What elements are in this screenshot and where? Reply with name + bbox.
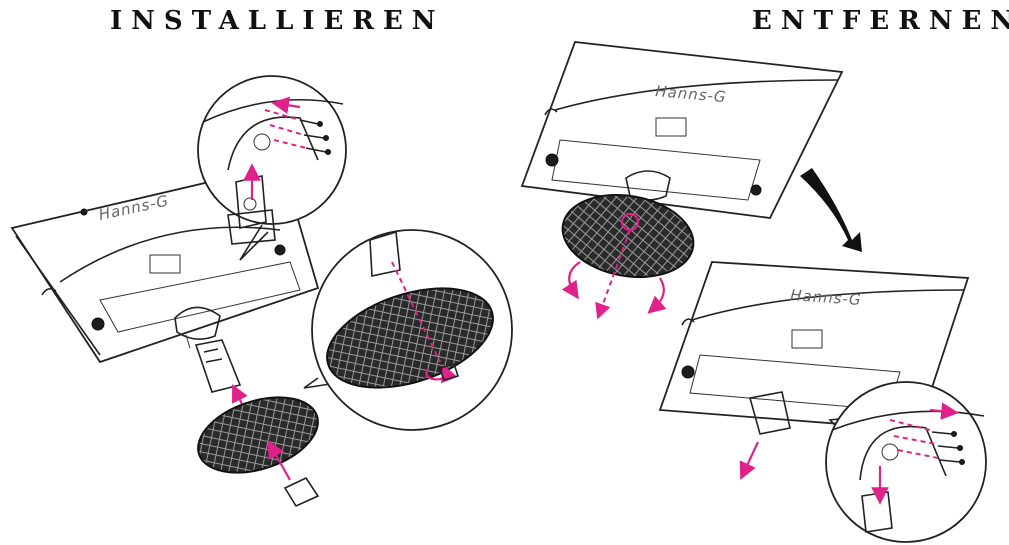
- arrow-icon: [800, 168, 862, 252]
- stand-base-icon: [197, 396, 319, 474]
- install-callout-hinge: [197, 75, 347, 261]
- rotate-icon: [425, 363, 458, 384]
- remove-monitor-back: Hanns-G: [520, 41, 844, 320]
- install-stand-assembly: [185, 334, 320, 508]
- install-callout-base: [303, 229, 513, 431]
- install-heading: INSTALLIEREN: [110, 6, 445, 36]
- remove-heading: ENTFERNEN: [752, 6, 1009, 36]
- remove-brand-logo-2: Hanns-G: [790, 286, 862, 309]
- remove-callout-hinge: [825, 381, 987, 543]
- screw-icon: [299, 119, 331, 155]
